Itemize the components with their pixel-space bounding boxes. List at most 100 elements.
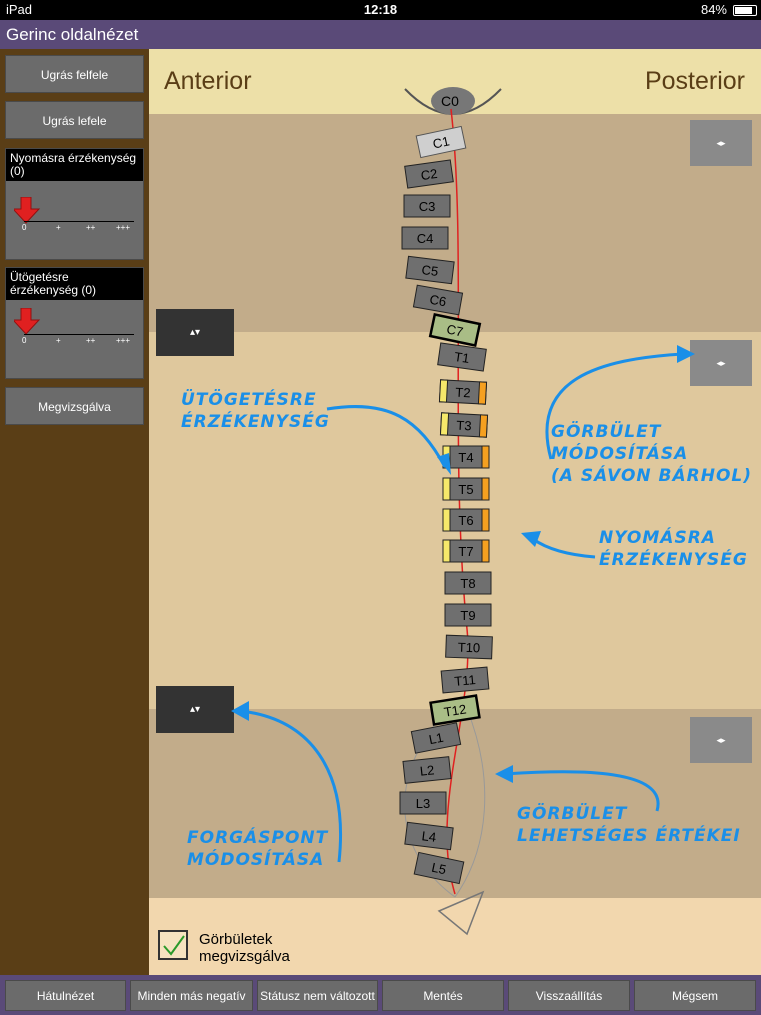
curve-adjust-button-thoracic[interactable]: ◂▸ — [690, 340, 752, 386]
vertebra-label: T1 — [453, 349, 470, 366]
tick: + — [56, 336, 61, 345]
vertebra-l4[interactable]: L4 — [404, 821, 454, 851]
vertebra-label: T10 — [458, 640, 481, 656]
pressure-marker — [481, 539, 490, 563]
vertebra-label: T2 — [455, 385, 471, 401]
annotation-arrows — [231, 345, 695, 863]
vertebra-label: L4 — [421, 828, 437, 845]
vertebra-l2[interactable]: L2 — [402, 756, 452, 784]
vertebra-label: T5 — [458, 482, 473, 497]
vertebra-t1[interactable]: T1 — [437, 342, 487, 372]
vertebra-label: T6 — [458, 513, 473, 528]
vertebra-c6[interactable]: C6 — [412, 284, 464, 316]
tick: + — [56, 223, 61, 232]
spine-diagram: C1C2C3C4C5C6C7T1T2T3T4T5T6T7T8T9T10T11T1… — [399, 87, 502, 936]
vertebra-label: L5 — [430, 860, 447, 878]
vertebra-label: C7 — [445, 321, 464, 339]
back-view-button[interactable]: Hátulnézet — [5, 980, 126, 1011]
vertebra-c5[interactable]: C5 — [405, 255, 455, 285]
all-negative-button[interactable]: Minden más negatív — [130, 980, 253, 1011]
tick: ++ — [86, 223, 96, 232]
vertebra-c3[interactable]: C3 — [403, 194, 451, 218]
vertebra-c4[interactable]: C4 — [401, 226, 449, 250]
vertebra-t8[interactable]: T8 — [444, 571, 492, 595]
vertebra-label: T9 — [460, 608, 475, 623]
pivot-button-lower[interactable]: ▴▾ — [156, 686, 234, 733]
vertebra-label: T4 — [458, 450, 473, 465]
tapping-marker — [438, 379, 449, 403]
posterior-label: Posterior — [644, 67, 745, 95]
vertebra-c2[interactable]: C2 — [404, 159, 454, 189]
vertebra-label: C2 — [420, 166, 439, 183]
pressure-marker — [481, 477, 490, 501]
arrow-down-icon[interactable] — [14, 197, 44, 225]
vertebra-label: C3 — [419, 199, 436, 214]
battery-percent: 84% — [700, 2, 727, 17]
c0-label: C0 — [441, 93, 459, 109]
tapping-marker — [439, 412, 450, 436]
vertebra-t2[interactable]: T2 — [438, 379, 488, 405]
vertebra-label: L2 — [419, 762, 435, 778]
pressure-marker — [478, 414, 489, 438]
anterior-label: Anterior — [164, 67, 252, 95]
tapping-sensitivity-slider[interactable]: Ütögetésre érzékenység (0) 0 + ++ +++ — [5, 267, 144, 379]
footer-toolbar: Hátulnézet Minden más negatív Státusz ne… — [0, 975, 761, 1015]
vertebra-l3[interactable]: L3 — [399, 791, 447, 815]
pressure-sensitivity-slider[interactable]: Nyomásra érzékenység (0) 0 + ++ +++ — [5, 148, 144, 260]
vertebra-t6[interactable]: T6 — [442, 508, 490, 532]
tick: ++ — [86, 336, 96, 345]
tick: 0 — [22, 336, 27, 345]
vertebra-label: C5 — [421, 262, 439, 279]
reset-button[interactable]: Visszaállítás — [508, 980, 630, 1011]
pressure-label: Nyomásra érzékenység (0) — [6, 149, 143, 181]
curve-adjust-button-cervical[interactable]: ◂▸ — [690, 120, 752, 166]
tapping-label: Ütögetésre érzékenység (0) — [6, 268, 143, 300]
vertebra-label: T8 — [460, 576, 475, 591]
jump-up-button[interactable]: Ugrás felfele — [5, 55, 144, 93]
vertebra-t10[interactable]: T10 — [445, 634, 493, 660]
vertebra-l1[interactable]: L1 — [410, 722, 462, 754]
vertebra-label: T3 — [456, 418, 472, 434]
tapping-marker — [442, 508, 451, 532]
save-button[interactable]: Mentés — [382, 980, 504, 1011]
vertebra-t11[interactable]: T11 — [440, 666, 490, 694]
checkmark-icon — [163, 935, 185, 956]
vertebra-t7[interactable]: T7 — [442, 539, 490, 563]
arrow-down-icon[interactable] — [14, 308, 44, 336]
status-unchanged-button[interactable]: Státusz nem változott — [257, 980, 378, 1011]
vertebra-label: L1 — [428, 730, 445, 747]
vertebra-c7[interactable]: C7 — [428, 312, 482, 348]
pressure-marker — [481, 508, 490, 532]
cancel-button[interactable]: Mégsem — [634, 980, 756, 1011]
tick: 0 — [22, 223, 27, 232]
vertebra-l5[interactable]: L5 — [413, 851, 465, 885]
curves-examined-label: Görbületek megvizsgálva — [199, 931, 290, 965]
tick: +++ — [116, 223, 131, 232]
jump-down-button[interactable]: Ugrás lefele — [5, 101, 144, 139]
vertebra-t9[interactable]: T9 — [444, 603, 492, 627]
vertebra-c1[interactable]: C1 — [415, 125, 467, 159]
sidebar: Ugrás felfele Ugrás lefele Nyomásra érzé… — [0, 49, 149, 975]
examined-button[interactable]: Megvizsgálva — [5, 387, 144, 425]
pressure-marker — [477, 381, 488, 405]
tick: +++ — [116, 336, 131, 345]
vertebra-t3[interactable]: T3 — [439, 412, 489, 438]
vertebra-t12[interactable]: T12 — [429, 694, 481, 726]
vertebra-label: L3 — [416, 796, 430, 811]
pressure-marker — [481, 445, 490, 469]
vertebra-label: T12 — [443, 701, 467, 719]
vertebra-label: T7 — [458, 544, 473, 559]
status-bar: iPad 12:18 84% — [0, 0, 761, 20]
tapping-marker — [442, 477, 451, 501]
curves-examined-checkbox[interactable] — [158, 930, 188, 960]
vertebra-t5[interactable]: T5 — [442, 477, 490, 501]
pivot-button-upper[interactable]: ▴▾ — [156, 309, 234, 356]
footer-band — [149, 898, 761, 975]
curve-adjust-button-lumbar[interactable]: ◂▸ — [690, 717, 752, 763]
vertebra-label: T11 — [454, 672, 477, 689]
